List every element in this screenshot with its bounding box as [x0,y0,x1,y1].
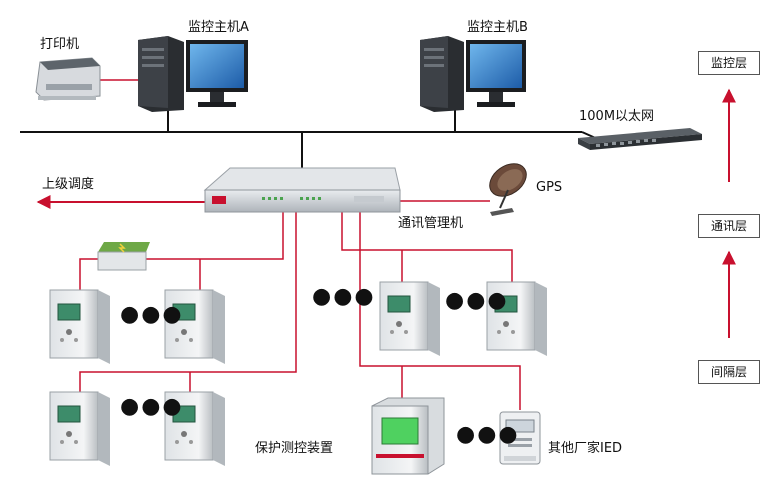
protection-device-icon [49,289,110,364]
printer-label: 打印机 [40,37,80,52]
ellipsis-right-row2: ●●● [456,422,520,447]
layer-monitor-box: 监控层 [698,51,760,75]
protection-device-icon [49,391,110,466]
comm-manager-rack-icon [203,167,401,213]
ellipsis-left-row1: ●●● [120,302,184,327]
host-a-label: 监控主机A [188,20,249,35]
host-a-computer-icon [138,36,248,112]
link-left-row2 [79,210,297,392]
ellipsis-left-row2: ●●● [120,394,184,419]
protection-device-icon [486,281,547,356]
link-right-row2 [359,210,521,410]
printer-icon [35,57,101,101]
ethernet-label: 100M以太网 [579,109,655,124]
layer-bay-box: 间隔层 [698,360,760,384]
protection-device-icon [164,391,225,466]
ethernet-switch-icon [578,128,702,150]
serial-converter-icon [97,242,150,271]
link-right-row1 [341,210,513,285]
protection-device-icon [164,289,225,364]
other-ied-meter-icon [499,411,541,465]
host-b-computer-icon [420,36,526,112]
device-links [79,210,521,410]
comm-manager-label: 通讯管理机 [398,216,464,231]
ellipsis-right-row1: ●●● [445,288,509,313]
ellipsis-center: ●●● [312,284,376,309]
host-b-label: 监控主机B [467,20,528,35]
upper-dispatch-label: 上级调度 [42,177,95,192]
gps-label: GPS [536,180,563,195]
protection-device-icon [379,281,440,356]
gps-dish-icon [489,163,527,216]
other-ied-panel-icon [371,397,445,475]
link-left-row1 [79,210,284,292]
layer-comm-box: 通讯层 [698,214,760,238]
protection-device-label: 保护测控装置 [255,441,334,456]
other-ied-label: 其他厂家IED [548,441,623,456]
